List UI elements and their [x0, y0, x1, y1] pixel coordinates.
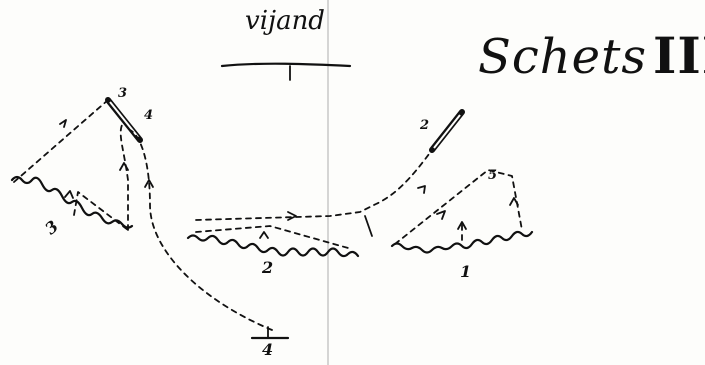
ray-3-incoming	[13, 99, 109, 183]
sketch-title: SchetsIII	[478, 26, 705, 85]
ray-2-tick	[364, 215, 373, 237]
arrow-3c	[64, 190, 74, 199]
title-enemy: vijand	[245, 6, 325, 36]
mirror-label-2: 2	[420, 118, 430, 133]
mirror-label-3: 3	[118, 86, 128, 101]
arrow-3b	[119, 162, 129, 171]
sketch-roman-numeral: III	[653, 26, 705, 85]
label-ray-2: 2	[262, 258, 274, 277]
sketch-word: Schets	[478, 29, 648, 85]
mirror-left-inner	[109, 101, 139, 138]
ray-2	[195, 149, 433, 221]
arrow-1c	[457, 221, 467, 230]
ray-4	[129, 129, 273, 331]
wave-1	[390, 230, 534, 254]
arrow-2c	[417, 185, 426, 194]
triangle-label-5: 5	[488, 168, 498, 183]
title-underline	[220, 62, 352, 68]
title-text: vijand	[245, 6, 325, 36]
wave-2	[186, 234, 360, 258]
arrow-2b	[259, 231, 269, 239]
label-ray-4: 4	[262, 340, 274, 359]
ray-3-reflected	[119, 124, 129, 231]
ray-1-triangle	[394, 169, 523, 245]
arrow-1b	[509, 197, 519, 206]
label-ray-1: 1	[460, 262, 472, 281]
ray-3-bend	[73, 191, 129, 231]
mirror-right-inner	[433, 114, 461, 149]
mirror-label-4: 4	[144, 108, 154, 123]
arrow-1a	[436, 210, 446, 220]
arrow-4	[144, 179, 154, 188]
ray-2-lower	[195, 225, 349, 249]
wave-3	[10, 175, 134, 229]
arrow-3a	[59, 119, 67, 128]
arrow-2a	[287, 211, 297, 221]
